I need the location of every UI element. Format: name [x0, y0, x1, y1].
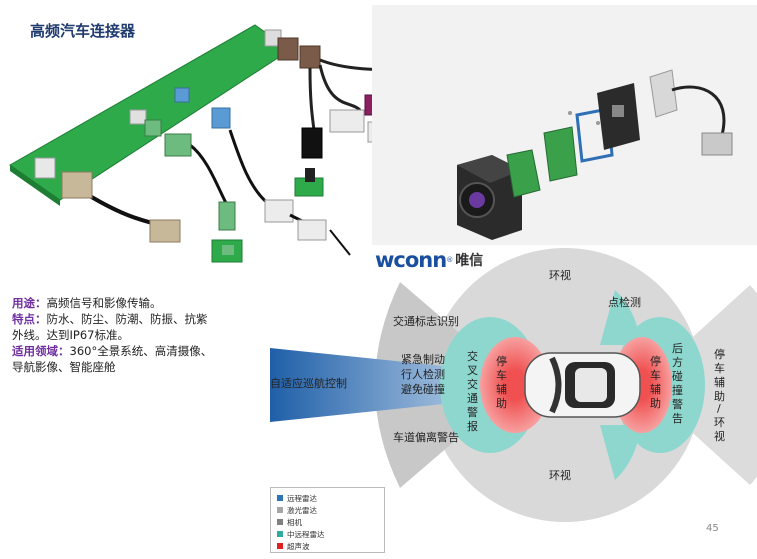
label-park-surround-1: 停 [714, 347, 725, 361]
long-range-radar-zone [270, 348, 520, 422]
page-title: 高频汽车连接器 [30, 22, 136, 40]
usage-label: 用途： [12, 296, 47, 310]
feature-label: 特点： [12, 312, 47, 326]
legend-item-lidar: 激光雷达 [277, 504, 317, 516]
usage-text: 高频信号和影像传输。 [46, 296, 162, 310]
label-adaptive-cruise: 自适应巡航控制 [270, 376, 347, 390]
sensor-legend: 远程雷达 激光雷达 相机 中远程雷达 超声波 [270, 487, 385, 553]
label-park-assist-front-3: 辅 [496, 382, 507, 396]
usage-line: 用途：高频信号和影像传输。 [12, 295, 217, 311]
registered-mark: ® [446, 256, 454, 264]
label-park-assist-rear-3: 辅 [650, 382, 661, 396]
application-line: 适用领域：360°全景系统、高清摄像、导航影像、智能座舱 [12, 343, 217, 375]
brand-name: wconn [375, 248, 447, 272]
mid-range-radar-top [600, 290, 640, 345]
application-label: 适用领域： [12, 344, 70, 358]
label-park-surround-6: 环 [714, 416, 725, 429]
application-text: 360°全景系统、高清摄像、导航影像、智能座舱 [12, 344, 213, 374]
label-cross-traffic-1: 交 [467, 349, 478, 363]
label-emergency-brake-2: 行人检测 [401, 367, 445, 381]
label-park-surround-2: 车 [714, 361, 725, 375]
label-cross-traffic-2: 叉 [467, 364, 478, 377]
label-point-detection: 点检测 [608, 295, 641, 309]
legend-item-long-range-radar: 远程雷达 [277, 492, 317, 504]
label-lane-departure: 车道偏离警告 [393, 430, 459, 444]
legend-swatch [277, 519, 283, 525]
label-rear-collision-2: 方 [672, 355, 683, 369]
label-surround-bottom: 环视 [549, 468, 571, 482]
label-rear-collision-5: 警 [672, 397, 683, 411]
label-park-assist-front-4: 助 [496, 396, 507, 410]
feature-text: 防水、防尘、防潮、防振、抗紫外线。达到IP67标准。 [12, 312, 208, 342]
legend-swatch [277, 507, 283, 513]
legend-swatch [277, 531, 283, 537]
legend-item-ultrasonic: 超声波 [277, 540, 310, 552]
product-description: 用途：高频信号和影像传输。 特点：防水、防尘、防潮、防振、抗紫外线。达到IP67… [12, 295, 217, 375]
label-emergency-brake-3: 避免碰撞 [401, 382, 445, 396]
legend-item-camera: 相机 [277, 516, 302, 528]
connector-board-image [9, 24, 375, 263]
legend-item-mid-range-radar: 中远程雷达 [277, 528, 325, 540]
mid-range-radar-bottom [600, 425, 640, 480]
label-cross-traffic-5: 警 [467, 405, 478, 419]
legend-swatch [277, 495, 283, 501]
label-park-assist-rear-4: 助 [650, 396, 661, 410]
brand-chinese: 唯信 [455, 253, 484, 269]
camera-module-image [372, 5, 757, 245]
label-rear-collision-3: 碰 [672, 370, 683, 383]
label-rear-collision-1: 后 [672, 342, 683, 355]
legend-label: 相机 [287, 517, 302, 527]
legend-label: 超声波 [287, 541, 310, 551]
label-emergency-brake-1: 紧急制动 [401, 352, 445, 366]
label-park-assist-front-2: 车 [496, 368, 507, 382]
label-park-assist-rear-2: 车 [650, 368, 661, 382]
label-park-surround-4: 助 [714, 389, 725, 403]
label-cross-traffic-4: 通 [467, 392, 478, 405]
label-park-surround-5: / [717, 402, 721, 415]
car-icon [524, 352, 641, 418]
legend-swatch [277, 543, 283, 549]
feature-line: 特点：防水、防尘、防潮、防振、抗紫外线。达到IP67标准。 [12, 311, 217, 343]
label-surround-top: 环视 [549, 268, 571, 282]
legend-label: 中远程雷达 [287, 529, 325, 539]
brand-logo: wconn®唯信 [375, 248, 483, 272]
label-rear-collision-6: 告 [672, 412, 683, 425]
label-cross-traffic-6: 报 [467, 419, 478, 433]
label-park-assist-rear-1: 停 [650, 354, 661, 368]
label-park-assist-front-1: 停 [496, 354, 507, 368]
legend-label: 激光雷达 [287, 505, 317, 515]
label-park-surround-7: 视 [714, 429, 725, 443]
legend-label: 远程雷达 [287, 493, 317, 503]
label-park-surround-3: 辅 [714, 375, 725, 389]
label-traffic-sign: 交通标志识别 [393, 314, 459, 328]
label-cross-traffic-3: 交 [467, 377, 478, 391]
page-number: 45 [706, 523, 719, 534]
label-rear-collision-4: 撞 [672, 383, 683, 397]
